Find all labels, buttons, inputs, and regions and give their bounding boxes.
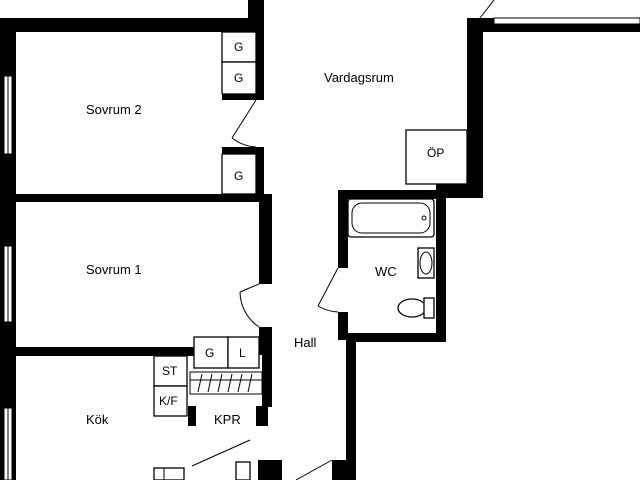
room-label-kok: Kök [86, 412, 109, 427]
room-label-hall: Hall [294, 335, 317, 350]
stove-label: ST [162, 364, 178, 378]
stove-box [153, 355, 188, 387]
fixture-labels: G G G G L ST K/F ÖP [159, 40, 444, 408]
linen-label: L [239, 346, 246, 360]
toilet-bowl [397, 298, 427, 318]
linen-box [227, 336, 260, 369]
door-sovrum1 [239, 283, 260, 328]
wardrobe-box-1 [221, 31, 257, 63]
wardrobe-box-2 [221, 61, 257, 95]
wall-bottom-stub-2 [332, 460, 352, 480]
room-labels: Vardagsrum Sovrum 2 Sovrum 1 Kök Hall WC… [86, 70, 397, 427]
wall-sovrum2-right-upper [256, 0, 264, 100]
bathtub [347, 198, 435, 238]
door-kpr [191, 439, 251, 467]
wall-sovrum2-sovrum1 [0, 194, 272, 202]
cupboard-label: ÖP [427, 146, 444, 160]
wall-bottom-stub-1 [258, 460, 282, 480]
wall-wc-bottom [346, 333, 446, 342]
door-entrance [295, 459, 333, 480]
wall-hall-right [346, 333, 356, 480]
sink-bowl [419, 251, 433, 275]
wardrobe-box-4 [193, 336, 229, 369]
wardrobe-label-1: G [234, 40, 243, 54]
wall-wc-top [338, 190, 446, 199]
fixtures [153, 31, 468, 480]
wardrobe-label-2: G [234, 71, 243, 85]
fridge-label: K/F [159, 394, 178, 408]
closet-rail [189, 371, 263, 395]
cupboard-box [405, 129, 468, 185]
wall-living-right [467, 18, 483, 198]
wall-hall-right-lower [262, 355, 272, 407]
bathtub-inner [351, 202, 431, 234]
room-label-wc: WC [375, 264, 397, 279]
wall-sovrum1-kok [0, 347, 196, 356]
doors [191, 99, 339, 480]
door-wc [317, 267, 339, 313]
door-sovrum2 [231, 99, 257, 148]
window-living-top [493, 17, 640, 25]
wardrobe-label-4: G [205, 346, 214, 360]
toilet-tank [423, 297, 435, 319]
wardrobe-label-3: G [234, 169, 243, 183]
room-label-sovrum2: Sovrum 2 [86, 102, 142, 117]
wardrobe-box-3 [221, 153, 257, 195]
box-bottom-small [235, 461, 251, 480]
room-label-kpr: KPR [214, 412, 241, 427]
room-label-sovrum1: Sovrum 1 [86, 262, 142, 277]
wall-sovrum1-right-upper [259, 194, 272, 284]
wall-wc-right [436, 190, 446, 342]
room-label-vardagsrum: Vardagsrum [324, 70, 394, 85]
outer-wall-top [0, 18, 264, 32]
fridge-box [153, 385, 188, 417]
wall-wc-left-lower [338, 312, 348, 340]
wall-sovrum2-right-lower [256, 147, 264, 201]
windows [3, 0, 640, 480]
wall-sovrum1-right-lower [259, 327, 272, 355]
wall-wc-left [338, 190, 348, 268]
cupboard-bottom [153, 467, 185, 480]
